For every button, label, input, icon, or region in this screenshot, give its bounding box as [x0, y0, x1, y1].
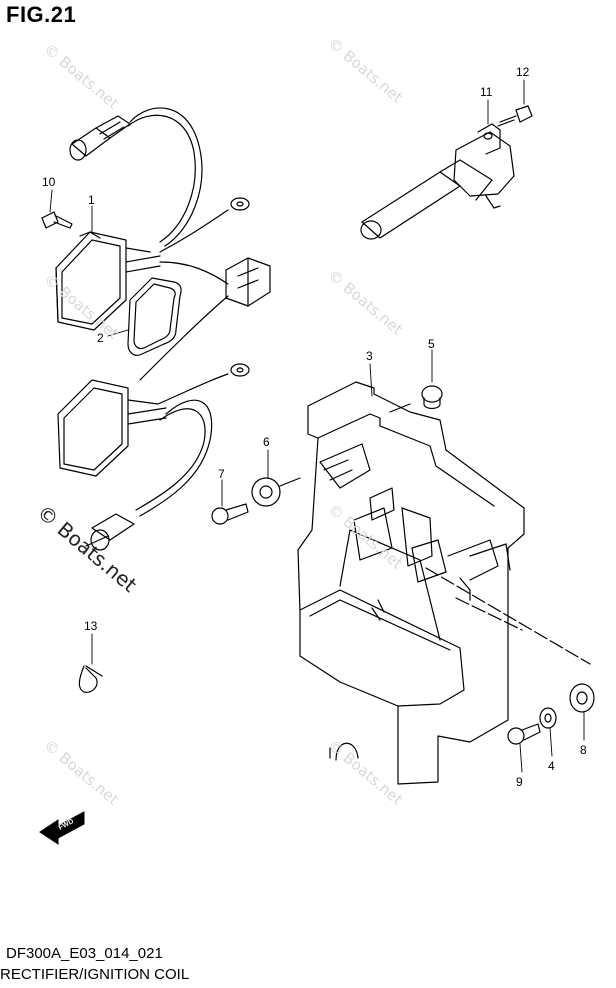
grommet-part-6 — [252, 478, 300, 506]
leader-lines — [50, 80, 584, 772]
grommet-part-8 — [570, 684, 594, 712]
callout-8: 8 — [580, 743, 587, 757]
callout-5: 5 — [428, 337, 435, 351]
callout-11: 11 — [480, 85, 493, 99]
callout-9: 9 — [516, 775, 523, 789]
figure-caption: RECTIFIER/IGNITION COIL — [0, 966, 190, 983]
ignition-coil-part — [361, 124, 514, 239]
bracket-housing-part — [298, 382, 524, 784]
bolt-part-12 — [498, 106, 532, 126]
washer-part-4 — [540, 708, 556, 728]
gasket-part — [128, 278, 181, 355]
figure-code: DF300A_E03_014_021 — [6, 945, 163, 962]
bolt-part-9 — [508, 724, 540, 744]
callout-12: 12 — [516, 65, 530, 79]
figure-title: FIG.21 — [6, 2, 77, 27]
callout-4: 4 — [548, 759, 555, 773]
callout-6: 6 — [263, 435, 270, 449]
rectifier-lower-part — [58, 364, 249, 550]
clip-part-13 — [79, 666, 102, 692]
callout-2: 2 — [97, 331, 104, 345]
bolt-part-7 — [212, 504, 248, 524]
callout-13: 13 — [84, 619, 98, 633]
callout-7: 7 — [218, 467, 225, 481]
grommet-part-5 — [390, 386, 442, 412]
callout-10: 10 — [42, 175, 56, 189]
rectifier-upper-part — [56, 108, 270, 380]
forward-arrow-icon: FWD — [40, 812, 84, 844]
bolt-part-10 — [42, 212, 72, 228]
alignment-lines — [426, 568, 590, 664]
callout-3: 3 — [366, 349, 373, 363]
callout-1: 1 — [88, 193, 95, 207]
